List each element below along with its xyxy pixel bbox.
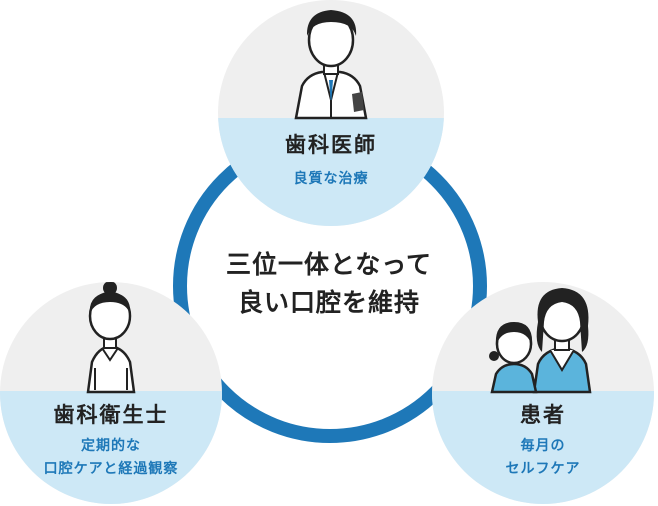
dentist-figure-icon bbox=[294, 10, 368, 120]
patient-figure-icon bbox=[489, 288, 592, 394]
dentist-subtitle: 良質な治療 bbox=[293, 171, 369, 187]
node-dentist: 歯科医師 良質な治療 bbox=[218, 0, 444, 226]
hygienist-label-band bbox=[0, 391, 222, 504]
patient-title: 患者 bbox=[520, 402, 566, 427]
node-hygienist: 歯科衛生士 定期的な 口腔ケアと経過観察 bbox=[0, 282, 222, 504]
node-patient: 患者 毎月の セルフケア bbox=[432, 282, 654, 504]
patient-label-band bbox=[432, 391, 654, 504]
dentist-label-band bbox=[218, 118, 444, 226]
hygienist-title: 歯科衛生士 bbox=[53, 402, 169, 427]
hygienist-figure-icon bbox=[86, 282, 136, 394]
center-line-2: 良い口腔を維持 bbox=[237, 288, 420, 317]
center-line-1: 三位一体となって bbox=[225, 250, 432, 279]
patient-subtitle-line-1: 毎月の bbox=[520, 438, 566, 454]
center-caption: 三位一体となって 良い口腔を維持 bbox=[190, 246, 468, 322]
hygienist-subtitle-line-2: 口腔ケアと経過観察 bbox=[43, 461, 179, 477]
hygienist-subtitle: 定期的な 口腔ケアと経過観察 bbox=[0, 435, 222, 481]
hygienist-subtitle-line-1: 定期的な bbox=[81, 438, 141, 454]
dentist-title: 歯科医師 bbox=[285, 132, 377, 157]
patient-subtitle: 毎月の セルフケア bbox=[432, 435, 654, 481]
patient-subtitle-line-2: セルフケア bbox=[505, 461, 581, 477]
